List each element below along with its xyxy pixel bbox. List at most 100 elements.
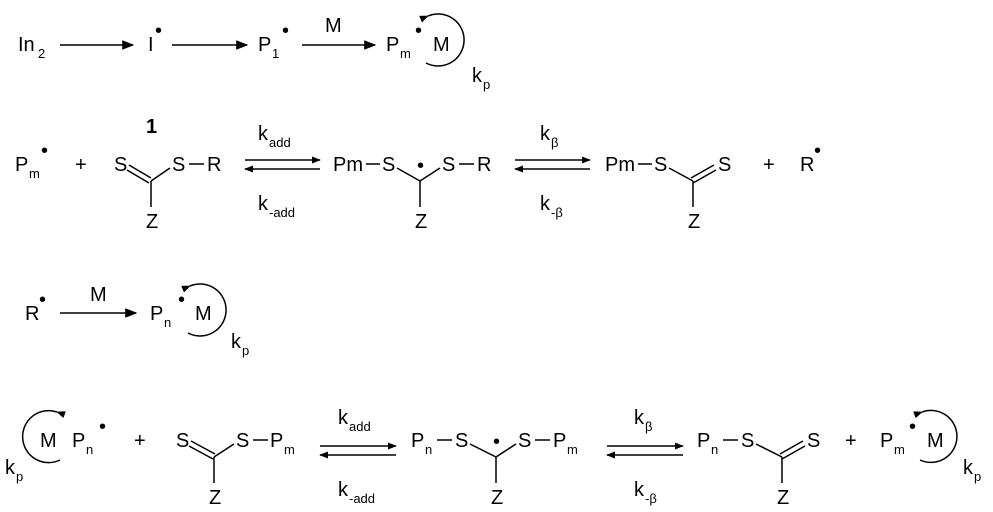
radical-dot: • [415, 20, 422, 42]
pn-chain: P [697, 430, 710, 452]
bond [668, 167, 694, 182]
double-bond [779, 440, 804, 455]
pm-label: P [270, 430, 283, 452]
i-label: I [148, 34, 154, 56]
radical-dot: • [493, 431, 500, 453]
monomer-label: M [927, 430, 944, 452]
thione-s: S [114, 154, 127, 176]
kminus-add-label: k [258, 193, 269, 215]
thione-s: S [807, 430, 820, 452]
double-bond [126, 169, 150, 184]
monomer-label: M [40, 430, 57, 452]
kp-subscript: p [483, 77, 490, 92]
r-group: R [477, 154, 491, 176]
pn-subscript: n [164, 315, 171, 330]
row4-main-equilibrium: M P n • k p + S Z S P m k add k -add P n… [5, 407, 981, 509]
bond [469, 443, 497, 458]
double-bond [781, 445, 806, 460]
z-group: Z [688, 211, 700, 233]
pm-subscript: m [894, 442, 905, 457]
pm-chain: Pm [333, 154, 363, 176]
kp-label: k [472, 65, 483, 87]
radical-dot: • [155, 20, 162, 42]
kadd-subscript: add [269, 135, 291, 150]
bond [419, 167, 441, 182]
pm-subscript: m [400, 46, 411, 61]
row1-initiation: In 2 I • P 1 • M P m • M k p [18, 13, 490, 92]
row2-pre-equilibrium: P m • + 1 S Z S R k add k -add Pm S • Z … [15, 116, 821, 233]
z-group: Z [777, 487, 789, 509]
kadd-subscript: add [349, 419, 371, 434]
double-bond [128, 164, 152, 179]
thio-s: S [455, 430, 468, 452]
kadd-label: k [258, 123, 269, 145]
kp-subscript: p [16, 469, 23, 484]
in-label: In [18, 34, 35, 56]
thio-s: S [382, 154, 395, 176]
kminus-beta-subscript: -β [551, 205, 563, 220]
kp-label: k [963, 457, 974, 479]
pm-label: P [386, 34, 399, 56]
kminus-beta-label: k [540, 193, 551, 215]
radical-dot: • [909, 416, 916, 438]
pm-label: P [15, 154, 28, 176]
kminus-add-subscript: -add [349, 491, 375, 506]
bond [396, 167, 421, 182]
kminus-add-label: k [338, 479, 349, 501]
propagation-cycle-arrow [913, 409, 958, 464]
kadd-label: k [338, 407, 349, 429]
bond [495, 443, 517, 458]
pn-label: P [150, 303, 163, 325]
double-bond [188, 445, 214, 460]
in-subscript: 2 [38, 46, 45, 61]
compound-number: 1 [146, 116, 157, 138]
bond [150, 167, 171, 182]
kp-label: k [5, 457, 16, 479]
thio-s: S [518, 430, 531, 452]
thio-s: S [172, 154, 185, 176]
radical-dot: • [39, 289, 46, 311]
kp-label: k [231, 331, 242, 353]
radical-dot: • [99, 416, 106, 438]
radical-dot: • [178, 289, 185, 311]
thione-s: S [176, 430, 189, 452]
pm-subscript: m [567, 442, 578, 457]
kminus-add-subscript: -add [269, 205, 295, 220]
monomer-label: M [433, 34, 450, 56]
kbeta-label: k [634, 407, 645, 429]
radical-dot: • [282, 20, 289, 42]
z-group: Z [146, 211, 158, 233]
radical-dot: • [41, 140, 48, 162]
bond [213, 443, 235, 458]
row3-reinitiation: R • M P n • M k p [25, 283, 249, 358]
kp-subscript: p [974, 469, 981, 484]
double-bond [690, 164, 715, 179]
pn-label: P [72, 430, 85, 452]
z-group: Z [209, 487, 221, 509]
plus-sign: + [845, 430, 857, 452]
thio-s: S [442, 154, 455, 176]
monomer-label: M [325, 15, 342, 37]
pm-subscript: m [29, 166, 40, 181]
kbeta-label: k [540, 123, 551, 145]
kp-subscript: p [242, 343, 249, 358]
pn-subscript: n [86, 442, 93, 457]
z-group: Z [491, 487, 503, 509]
propagation-cycle-arrow [181, 283, 227, 337]
r-radical: R [25, 303, 39, 325]
pm-chain: Pm [605, 154, 635, 176]
pm-subscript: m [284, 442, 295, 457]
kbeta-subscript: β [645, 419, 652, 434]
r-group: R [207, 154, 221, 176]
propagation-cycle-arrow [21, 409, 66, 464]
radical-dot: • [417, 155, 424, 177]
monomer-label: M [90, 284, 107, 306]
thio-s: S [654, 154, 667, 176]
kbeta-subscript: β [551, 135, 558, 150]
radical-dot: • [814, 140, 821, 162]
pn-subscript: n [425, 442, 432, 457]
kminus-beta-subscript: -β [645, 491, 657, 506]
bond [755, 443, 783, 458]
double-bond [190, 440, 216, 455]
